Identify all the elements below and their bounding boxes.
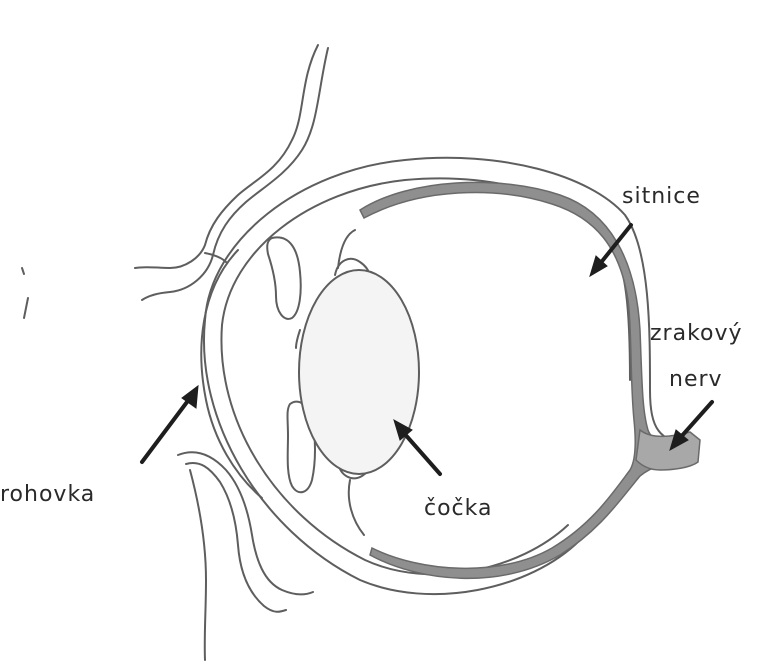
upper-eyelid-line-inner (142, 48, 328, 300)
label-optic-nerve-line2: nerv (669, 369, 723, 391)
lower-eyelid-line (178, 452, 313, 594)
label-retina: sitnice (622, 186, 701, 208)
ciliary-body-upper (267, 237, 301, 318)
ciliary-upper-fold (296, 330, 300, 348)
sclera-outer (205, 158, 688, 445)
face-mark-upper (22, 268, 24, 274)
upper-eyelid-line (135, 45, 318, 268)
label-lens: čočka (424, 498, 493, 520)
lens (299, 270, 419, 474)
cheek-line (190, 470, 206, 660)
sclera-outer-bottom (204, 320, 692, 594)
brow-tip-line (205, 253, 226, 262)
suspensory-lower (349, 480, 364, 535)
arrow-cornea (142, 398, 190, 462)
optic-nerve (636, 430, 700, 470)
arrow-optic-nerve (680, 402, 712, 438)
arrow-lens (403, 432, 440, 474)
label-cornea: rohovka (0, 484, 95, 506)
label-optic-nerve-line1: zrakový (650, 323, 743, 345)
face-mark-lower (24, 298, 28, 318)
